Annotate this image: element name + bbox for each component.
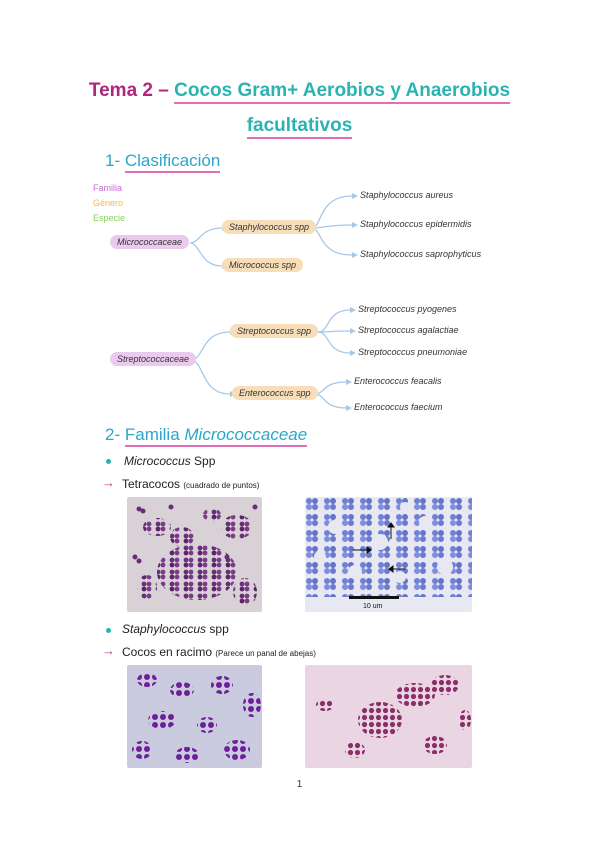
page-title-line2: facultativos xyxy=(0,114,599,139)
micrococcus-suffix: Spp xyxy=(194,454,216,468)
legend-genero: Género xyxy=(93,198,124,208)
staphylococcus-name: Staphylococcus xyxy=(122,622,207,636)
title-prefix: Tema 2 – xyxy=(88,80,169,101)
species-enterococcus-faecium: Enterococcus faecium xyxy=(354,402,443,412)
legend-familia: Familia xyxy=(93,183,123,193)
section2-title-italic: Micrococcaceae xyxy=(184,425,308,444)
species-enterococcus-feacalis: Enterococcus feacalis xyxy=(354,376,442,386)
tetracocos-label: Tetracocos xyxy=(122,477,181,491)
page-title: Tema 2 – Cocos Gram+ Aerobios y Anaerobi… xyxy=(0,79,599,104)
bullet-dot-icon xyxy=(106,459,111,464)
species-streptococcus-agalactiae: Streptococcus agalactiae xyxy=(358,325,459,335)
species-staphylococcus-epidermidis: Staphylococcus epidermidis xyxy=(360,219,472,229)
genus-streptococcus: Streptococcus spp xyxy=(230,324,319,338)
micrograph-racimo-1 xyxy=(127,665,262,768)
racimo-label: Cocos en racimo xyxy=(122,645,213,659)
section1-title: Clasificación xyxy=(124,151,221,173)
section2-title-plain: Familia xyxy=(124,425,180,444)
species-staphylococcus-aureus: Staphylococcus aureus xyxy=(360,190,454,200)
arrow-right-icon: → xyxy=(102,475,115,490)
micrograph-racimo-2 xyxy=(305,665,472,768)
legend-especie: Especie xyxy=(93,213,126,223)
staphylococcus-suffix: spp xyxy=(209,622,229,636)
family-micrococcaceae: Micrococcaceae xyxy=(110,235,190,249)
classification-tree-lines xyxy=(189,193,358,411)
title-link-line2[interactable]: facultativos xyxy=(246,115,353,139)
section2-number: 2- xyxy=(105,425,121,444)
tetracocos-note: (cuadrado de puntos) xyxy=(183,481,260,490)
tetracocos-line: Tetracocos (cuadrado de puntos) xyxy=(122,477,259,491)
species-streptococcus-pyogenes: Streptococcus pyogenes xyxy=(358,304,457,314)
legend: Familia Género Especie xyxy=(93,181,125,226)
arrow-right-icon: → xyxy=(102,643,115,658)
micrococcus-name: Micrococcus xyxy=(124,454,191,468)
micrograph-tetracocos-1 xyxy=(127,497,262,612)
racimo-line: Cocos en racimo (Parece un panal de abej… xyxy=(122,645,316,659)
species-staphylococcus-saprophyticus: Staphylococcus saprophyticus xyxy=(360,249,482,259)
genus-staphylococcus: Staphylococcus spp xyxy=(222,220,317,234)
page-number: 1 xyxy=(296,779,303,790)
genus-micrococcus: Micrococcus spp xyxy=(222,258,304,272)
bullet-micrococcus: Micrococcus Spp xyxy=(124,454,215,468)
bullet-staphylococcus: Staphylococcus spp xyxy=(122,622,229,636)
section2-heading: 2- Familia Micrococcaceae xyxy=(105,425,308,447)
bullet-dot-icon xyxy=(106,628,111,633)
title-link-line1[interactable]: Cocos Gram+ Aerobios y Anaerobios xyxy=(174,80,511,104)
species-streptococcus-pneumoniae: Streptococcus pneumoniae xyxy=(358,347,468,357)
section1-number: 1- xyxy=(105,151,121,170)
micrograph-scale-label: 10 um xyxy=(363,603,383,610)
racimo-note: (Parece un panal de abejas) xyxy=(215,649,316,658)
section1-heading: 1- Clasificación xyxy=(105,151,221,173)
micrograph-tetracocos-2: 10 um xyxy=(305,497,472,612)
section2-title: Familia Micrococcaceae xyxy=(124,425,308,447)
genus-enterococcus: Enterococcus spp xyxy=(232,386,318,400)
family-streptococcaceae: Streptococcaceae xyxy=(110,352,197,366)
